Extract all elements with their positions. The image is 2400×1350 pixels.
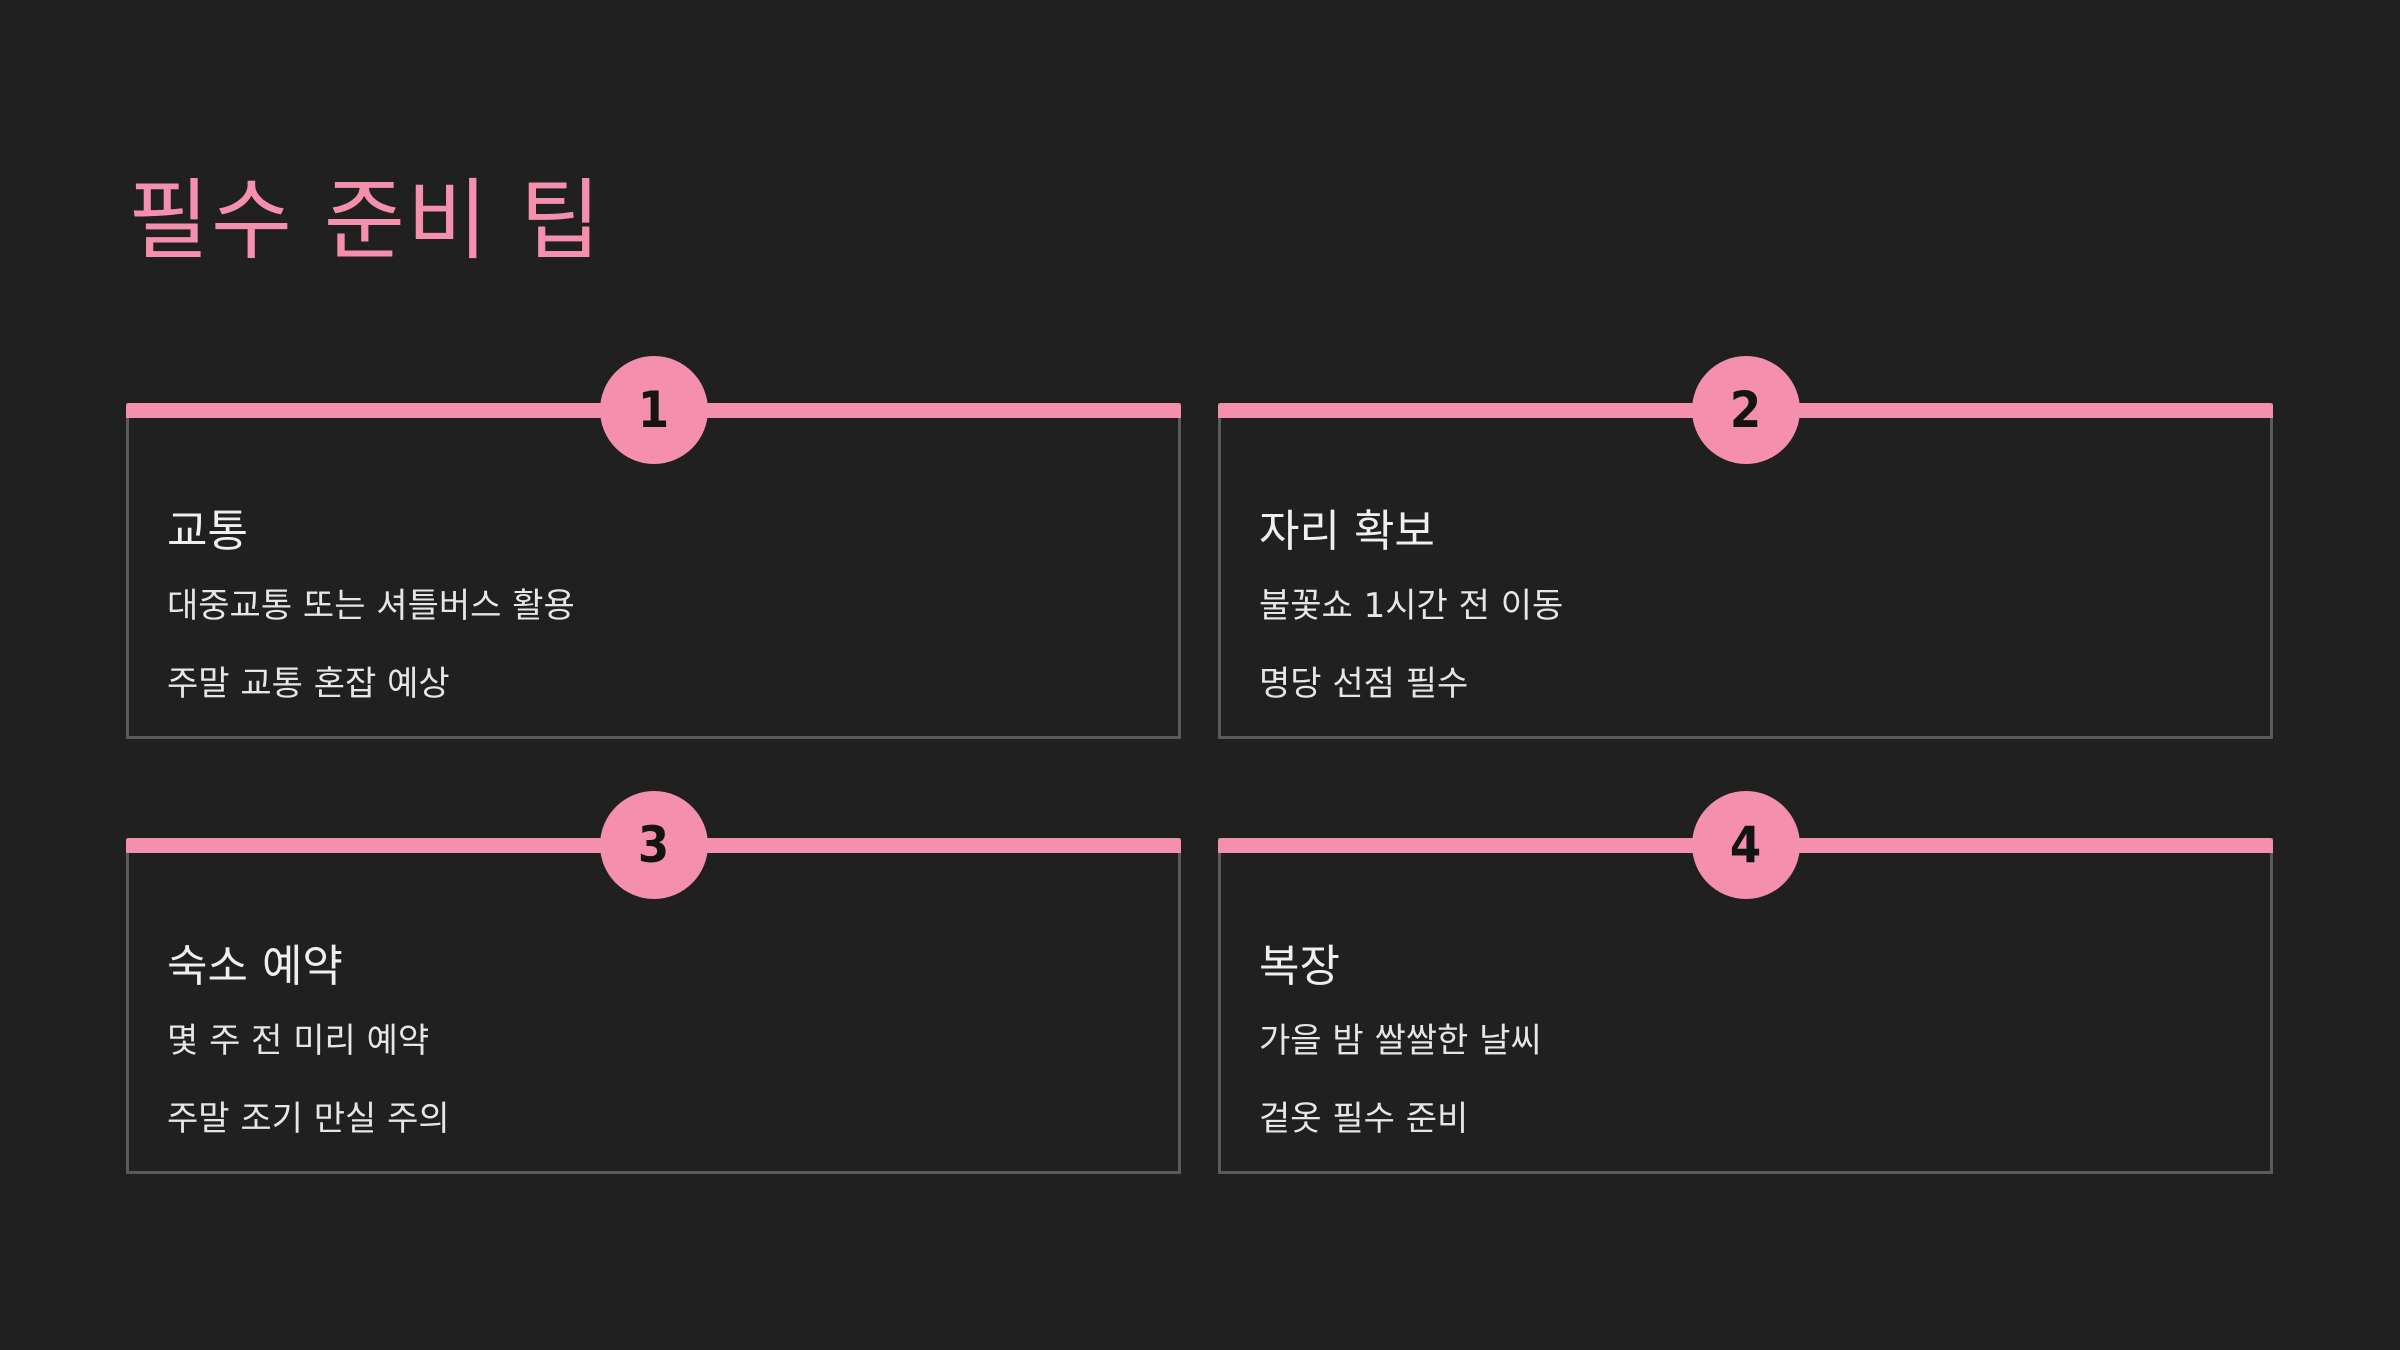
card-line: 불꽃쇼 1시간 전 이동 <box>1259 586 1564 626</box>
card-line: 명당 선점 필수 <box>1259 664 1469 704</box>
tip-card-transport: 1 교통 대중교통 또는 셔틀버스 활용 주말 교통 혼잡 예상 <box>126 356 1181 739</box>
card-title: 숙소 예약 <box>167 941 343 992</box>
tip-card-seating: 2 자리 확보 불꽃쇼 1시간 전 이동 명당 선점 필수 <box>1218 356 2273 739</box>
tip-card-lodging: 3 숙소 예약 몇 주 전 미리 예약 주말 조기 만실 주의 <box>126 791 1181 1174</box>
card-number-badge: 3 <box>599 791 708 899</box>
tip-card-clothing: 4 복장 가을 밤 쌀쌀한 날씨 겉옷 필수 준비 <box>1218 791 2273 1174</box>
card-number-badge: 1 <box>599 356 708 464</box>
card-number-badge: 4 <box>1691 791 1800 899</box>
card-line: 주말 조기 만실 주의 <box>167 1099 450 1139</box>
card-line: 대중교통 또는 셔틀버스 활용 <box>167 586 575 626</box>
card-line: 겉옷 필수 준비 <box>1259 1099 1469 1139</box>
card-line: 몇 주 전 미리 예약 <box>167 1021 430 1061</box>
page-title: 필수 준비 팁 <box>128 169 603 272</box>
card-title: 교통 <box>167 506 248 557</box>
card-line: 가을 밤 쌀쌀한 날씨 <box>1259 1021 1542 1061</box>
card-title: 자리 확보 <box>1259 506 1435 557</box>
card-line: 주말 교통 혼잡 예상 <box>167 664 450 704</box>
card-title: 복장 <box>1259 941 1340 992</box>
card-number-badge: 2 <box>1691 356 1800 464</box>
